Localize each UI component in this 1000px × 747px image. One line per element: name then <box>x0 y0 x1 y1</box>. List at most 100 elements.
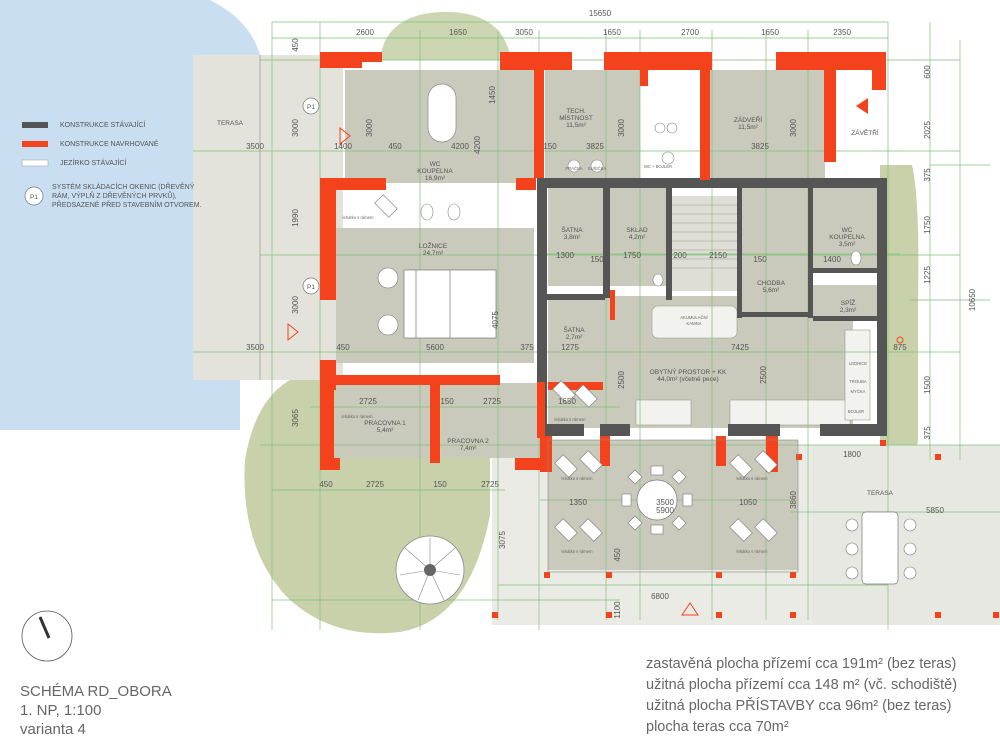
room-label: OBYTNÝ PROSTOR + KK <box>650 367 727 376</box>
dim: 3075 <box>498 531 507 549</box>
island <box>635 399 692 426</box>
armchair-2 <box>377 314 399 336</box>
dim: 2725 <box>366 480 384 489</box>
legend-label-pond: JEZÍRKO STÁVAJÍCÍ <box>60 160 127 167</box>
stove-label: AKUMULAČNÍ <box>680 315 708 320</box>
dim: 450 <box>319 480 333 489</box>
dim: 1350 <box>569 498 587 507</box>
lounger-label: lehátko s rámem <box>343 215 374 220</box>
appliance-label: SUŠIČKA <box>588 166 607 171</box>
dim: 1300 <box>556 251 574 260</box>
room-label: PRACOVNA 2 <box>447 438 489 445</box>
dim: 1750 <box>623 251 641 260</box>
sink-1 <box>654 122 666 134</box>
room-area: 24,7m² <box>423 250 444 257</box>
room-area: 11,5m² <box>566 122 587 129</box>
dim: 1225 <box>923 266 932 284</box>
room-corridor <box>740 186 808 316</box>
dim: 2725 <box>481 480 499 489</box>
dim: 450 <box>291 38 300 52</box>
dim-overall-width: 15650 <box>589 9 612 18</box>
dim: 4200 <box>451 142 469 151</box>
dim: 3000 <box>617 119 626 137</box>
room-label: WC <box>842 227 853 234</box>
room-label: TECH. <box>566 108 586 115</box>
dim-top: 1650 <box>761 28 779 37</box>
dim: 1400 <box>334 142 352 151</box>
appliance-label: LEDNICE <box>849 361 867 366</box>
dim: 150 <box>433 480 447 489</box>
stove <box>651 305 738 339</box>
dim-top: 2600 <box>356 28 374 37</box>
dim: 2150 <box>709 251 727 260</box>
room-label: KOUPELNA <box>829 234 865 241</box>
dim-top: 1650 <box>603 28 621 37</box>
dim: 5600 <box>426 343 444 352</box>
room-area: 7,4m² <box>460 445 477 452</box>
right-kitchen-block <box>844 329 871 421</box>
room-study2 <box>441 383 541 458</box>
dim: 3000 <box>365 119 374 137</box>
lounger-label: lehátko s rámem <box>555 417 586 422</box>
p1-marker-top <box>302 97 320 115</box>
room-area: 3,5m² <box>839 241 856 248</box>
room-study1 <box>335 383 432 458</box>
legend-label-existing: KONSTRUKCE STÁVAJÍCÍ <box>60 122 146 129</box>
drawing-title: SCHÉMA RD_OBORA <box>20 683 172 700</box>
dim: 150 <box>753 255 767 264</box>
appliance-label: BOJLER <box>848 409 864 414</box>
drawing-variant: varianta 4 <box>20 721 86 738</box>
lounger-label: lehátko s rámem <box>562 476 593 481</box>
appliance-label: WC + BOJLER <box>644 164 672 169</box>
area-summary: zastavěná plocha přízemí cca 191m² (bez … <box>646 654 957 738</box>
dim: 875 <box>893 343 907 352</box>
bed <box>403 269 497 339</box>
dim: 4075 <box>491 311 500 329</box>
room-label: ŠATNA <box>563 325 585 334</box>
dim: 375 <box>520 343 534 352</box>
p1-label: P1 <box>307 284 315 291</box>
washing-machine <box>567 159 581 173</box>
room-label: LOŽNICE <box>419 241 448 250</box>
dim: 3500 <box>246 343 264 352</box>
dim: 1800 <box>843 450 861 459</box>
room-area: 5,6m² <box>763 287 780 294</box>
dim: 1650 <box>558 397 576 406</box>
dim: 3825 <box>751 142 769 151</box>
room-area: 4,2m² <box>629 234 646 241</box>
toilet-4 <box>850 250 862 266</box>
room-label: CHODBA <box>757 280 785 287</box>
room-label: SKLAD <box>626 227 648 234</box>
appliance-label: PRAČKA <box>565 166 582 171</box>
toilet-3 <box>652 273 664 287</box>
legend-swatch-pond <box>21 159 49 167</box>
room-label: ŠATNA <box>561 225 583 234</box>
lounger-label: lehátko s rámem <box>737 476 768 481</box>
legend-swatch-proposed <box>22 141 48 147</box>
dim: 3500 <box>246 142 264 151</box>
room-label: TERASA <box>867 490 894 497</box>
room-area: 16,9m² <box>425 175 446 182</box>
area-line: plocha teras cca 70m² <box>646 719 789 735</box>
room-area: 11,5m² <box>738 124 759 131</box>
north-arrow <box>21 610 73 662</box>
dim: 1450 <box>488 86 497 104</box>
p1-label: P1 <box>30 194 38 201</box>
lounger-label: lehátko s rámem <box>342 414 373 419</box>
room-label: ZÁVĚTŘÍ <box>851 128 879 137</box>
room-label: TERASA <box>217 120 244 127</box>
room-label: PRACOVNA 1 <box>364 420 406 427</box>
dim-overall-height: 10650 <box>968 288 977 311</box>
dim: 3860 <box>789 491 798 509</box>
room-tech <box>545 70 640 178</box>
dim: 150 <box>543 142 557 151</box>
dim: 2725 <box>483 397 501 406</box>
dim: 600 <box>923 65 932 79</box>
entry-arrow-3 <box>681 602 699 616</box>
dim-top: 1650 <box>449 28 467 37</box>
p1-marker-bottom <box>302 277 320 295</box>
dim: 3000 <box>291 119 300 137</box>
dining-table <box>636 479 678 521</box>
room-label: SPÍŽ <box>841 298 855 307</box>
